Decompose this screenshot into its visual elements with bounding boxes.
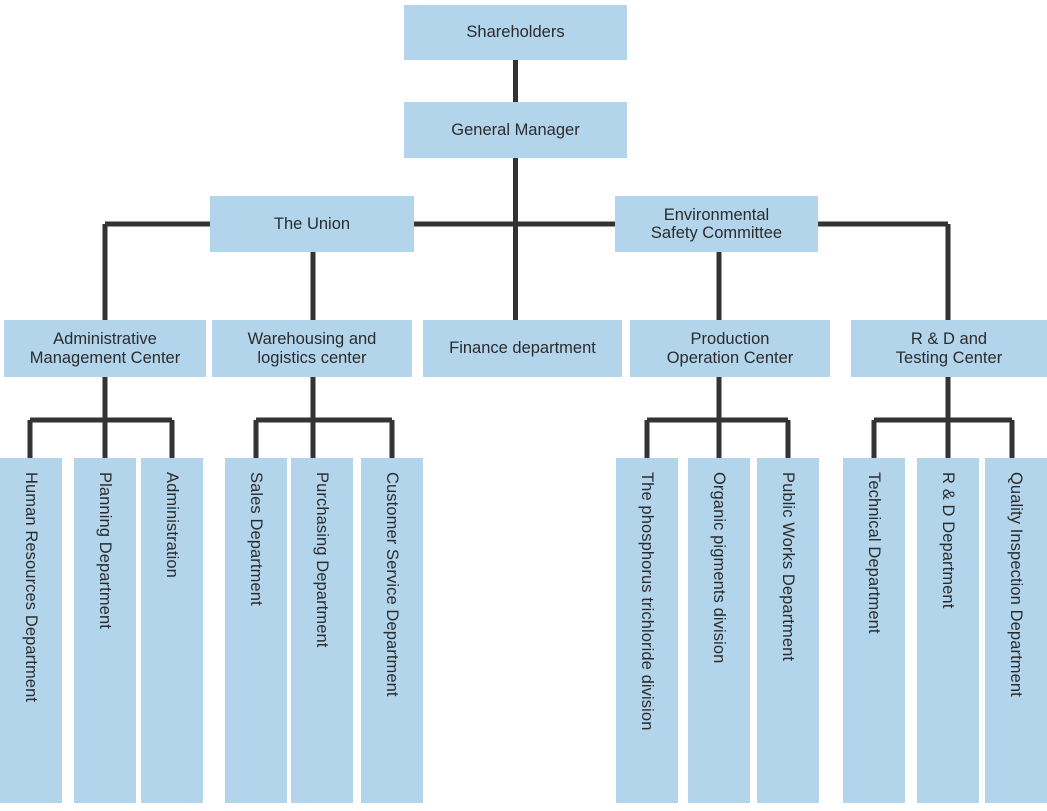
node-public-works-department[interactable]: Public Works Department [757,458,819,803]
node-rd-testing-center[interactable]: R & D and Testing Center [851,320,1047,377]
node-production-operation-center[interactable]: Production Operation Center [630,320,830,377]
node-administrative-management-center[interactable]: Administrative Management Center [4,320,206,377]
node-rd-department[interactable]: R & D Department [917,458,979,803]
node-environmental-safety-committee[interactable]: Environmental Safety Committee [615,196,818,252]
node-human-resources-department[interactable]: Human Resources Department [0,458,62,803]
node-finance-department[interactable]: Finance department [423,320,622,377]
node-purchasing-department[interactable]: Purchasing Department [291,458,353,803]
node-shareholders[interactable]: Shareholders [404,5,627,60]
node-planning-department[interactable]: Planning Department [74,458,136,803]
node-warehousing-logistics-center[interactable]: Warehousing and logistics center [212,320,412,377]
node-sales-department[interactable]: Sales Department [225,458,287,803]
node-the-union[interactable]: The Union [210,196,414,252]
node-quality-inspection-department[interactable]: Quality Inspection Department [985,458,1047,803]
node-organic-pigments-division[interactable]: Organic pigments division [688,458,750,803]
node-technical-department[interactable]: Technical Department [843,458,905,803]
node-general-manager[interactable]: General Manager [404,102,627,158]
node-customer-service-department[interactable]: Customer Service Department [361,458,423,803]
node-phosphorus-trichloride-division[interactable]: The phosphorus trichloride division [616,458,678,803]
node-administration[interactable]: Administration [141,458,203,803]
